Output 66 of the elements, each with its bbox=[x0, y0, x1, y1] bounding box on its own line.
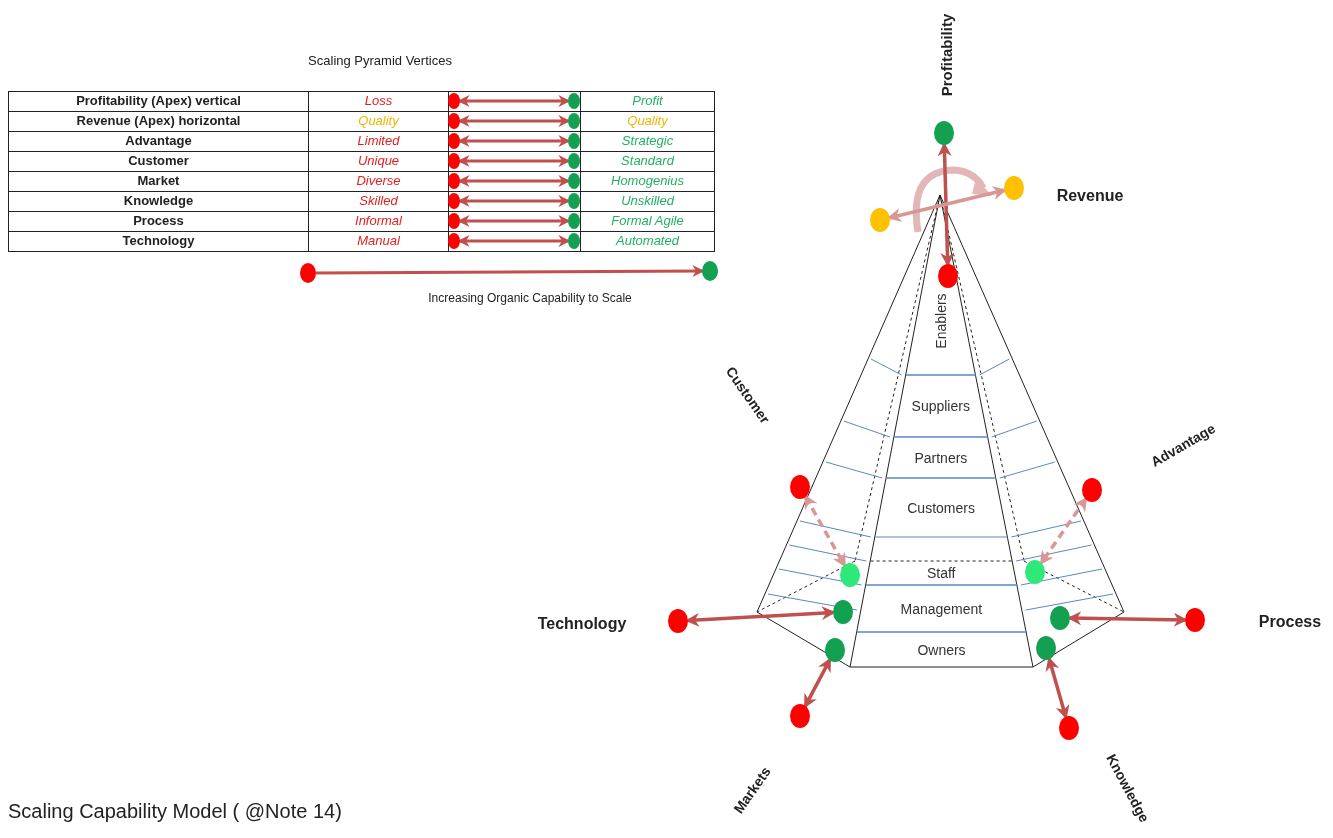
endpoint-dot bbox=[300, 263, 316, 283]
endpoint-dot bbox=[1036, 636, 1056, 660]
layer-label: Owners bbox=[917, 641, 966, 658]
layer-label: Enablers bbox=[932, 293, 949, 349]
arrow bbox=[803, 657, 832, 709]
table-cell: Profitability (Apex) vertical bbox=[8, 91, 309, 112]
endpoint-dot bbox=[1059, 716, 1079, 740]
endpoint-dot bbox=[833, 600, 853, 624]
layer-label: Partners bbox=[914, 449, 968, 466]
arrow bbox=[457, 135, 571, 147]
arrow bbox=[457, 155, 571, 167]
endpoint-dot bbox=[448, 213, 460, 229]
endpoint-dot bbox=[568, 193, 580, 209]
arrow bbox=[937, 142, 955, 267]
endpoint-dot bbox=[448, 153, 460, 169]
arrow bbox=[316, 265, 705, 278]
endpoint-dot bbox=[1004, 176, 1024, 200]
endpoint-dot bbox=[840, 563, 860, 587]
arrow bbox=[1039, 496, 1088, 566]
endpoint-dot bbox=[790, 475, 810, 499]
layer-label: Customers bbox=[907, 499, 975, 516]
endpoint-dot bbox=[448, 133, 460, 149]
pyramid-layer bbox=[874, 478, 1008, 537]
endpoint-dot bbox=[448, 93, 460, 109]
layer-label: Management bbox=[900, 600, 983, 617]
endpoint-dot bbox=[568, 153, 580, 169]
endpoint-dot bbox=[568, 233, 580, 249]
endpoint-dot bbox=[1185, 608, 1205, 632]
layer-label: Suppliers bbox=[911, 398, 970, 414]
table-cell: Automated bbox=[580, 231, 715, 252]
arrow bbox=[457, 215, 571, 227]
endpoint-dot bbox=[448, 233, 460, 249]
layer-label: Staff bbox=[926, 565, 956, 581]
table-title: Scaling Pyramid Vertices bbox=[308, 52, 452, 68]
arrow bbox=[804, 494, 846, 568]
endpoint-dot bbox=[870, 208, 890, 232]
endpoint-dot bbox=[568, 213, 580, 229]
endpoint-dot bbox=[568, 133, 580, 149]
endpoint-dot bbox=[448, 173, 460, 189]
endpoint-dot bbox=[1050, 606, 1070, 630]
endpoint-dot bbox=[790, 704, 810, 728]
scale-caption: Increasing Organic Capability to Scale bbox=[428, 291, 632, 305]
endpoint-dot bbox=[825, 638, 845, 662]
endpoint-dot bbox=[448, 113, 460, 129]
arrow bbox=[457, 235, 571, 247]
arrow bbox=[457, 195, 571, 207]
caption: Scaling Capability Model ( @Note 14) bbox=[8, 800, 342, 823]
arrow bbox=[457, 115, 571, 127]
axis-label: Profitability bbox=[937, 13, 955, 97]
endpoint-dot bbox=[568, 173, 580, 189]
table-cell: Profit bbox=[580, 91, 715, 112]
endpoint-dot bbox=[668, 609, 688, 633]
endpoint-dot bbox=[448, 193, 460, 209]
endpoint-dot bbox=[702, 261, 718, 281]
axis-label: Process bbox=[1258, 613, 1322, 631]
axis-label: Revenue bbox=[1056, 187, 1124, 205]
axis-label: Technology bbox=[537, 615, 627, 633]
table-cell: Technology bbox=[8, 231, 309, 252]
arrow bbox=[457, 95, 571, 107]
arrow bbox=[457, 175, 571, 187]
endpoint-dot bbox=[1082, 478, 1102, 502]
endpoint-dot bbox=[568, 93, 580, 109]
endpoint-dot bbox=[938, 264, 958, 288]
endpoint-dot bbox=[934, 121, 954, 145]
endpoint-dot bbox=[1025, 560, 1045, 584]
endpoint-dot bbox=[568, 113, 580, 129]
